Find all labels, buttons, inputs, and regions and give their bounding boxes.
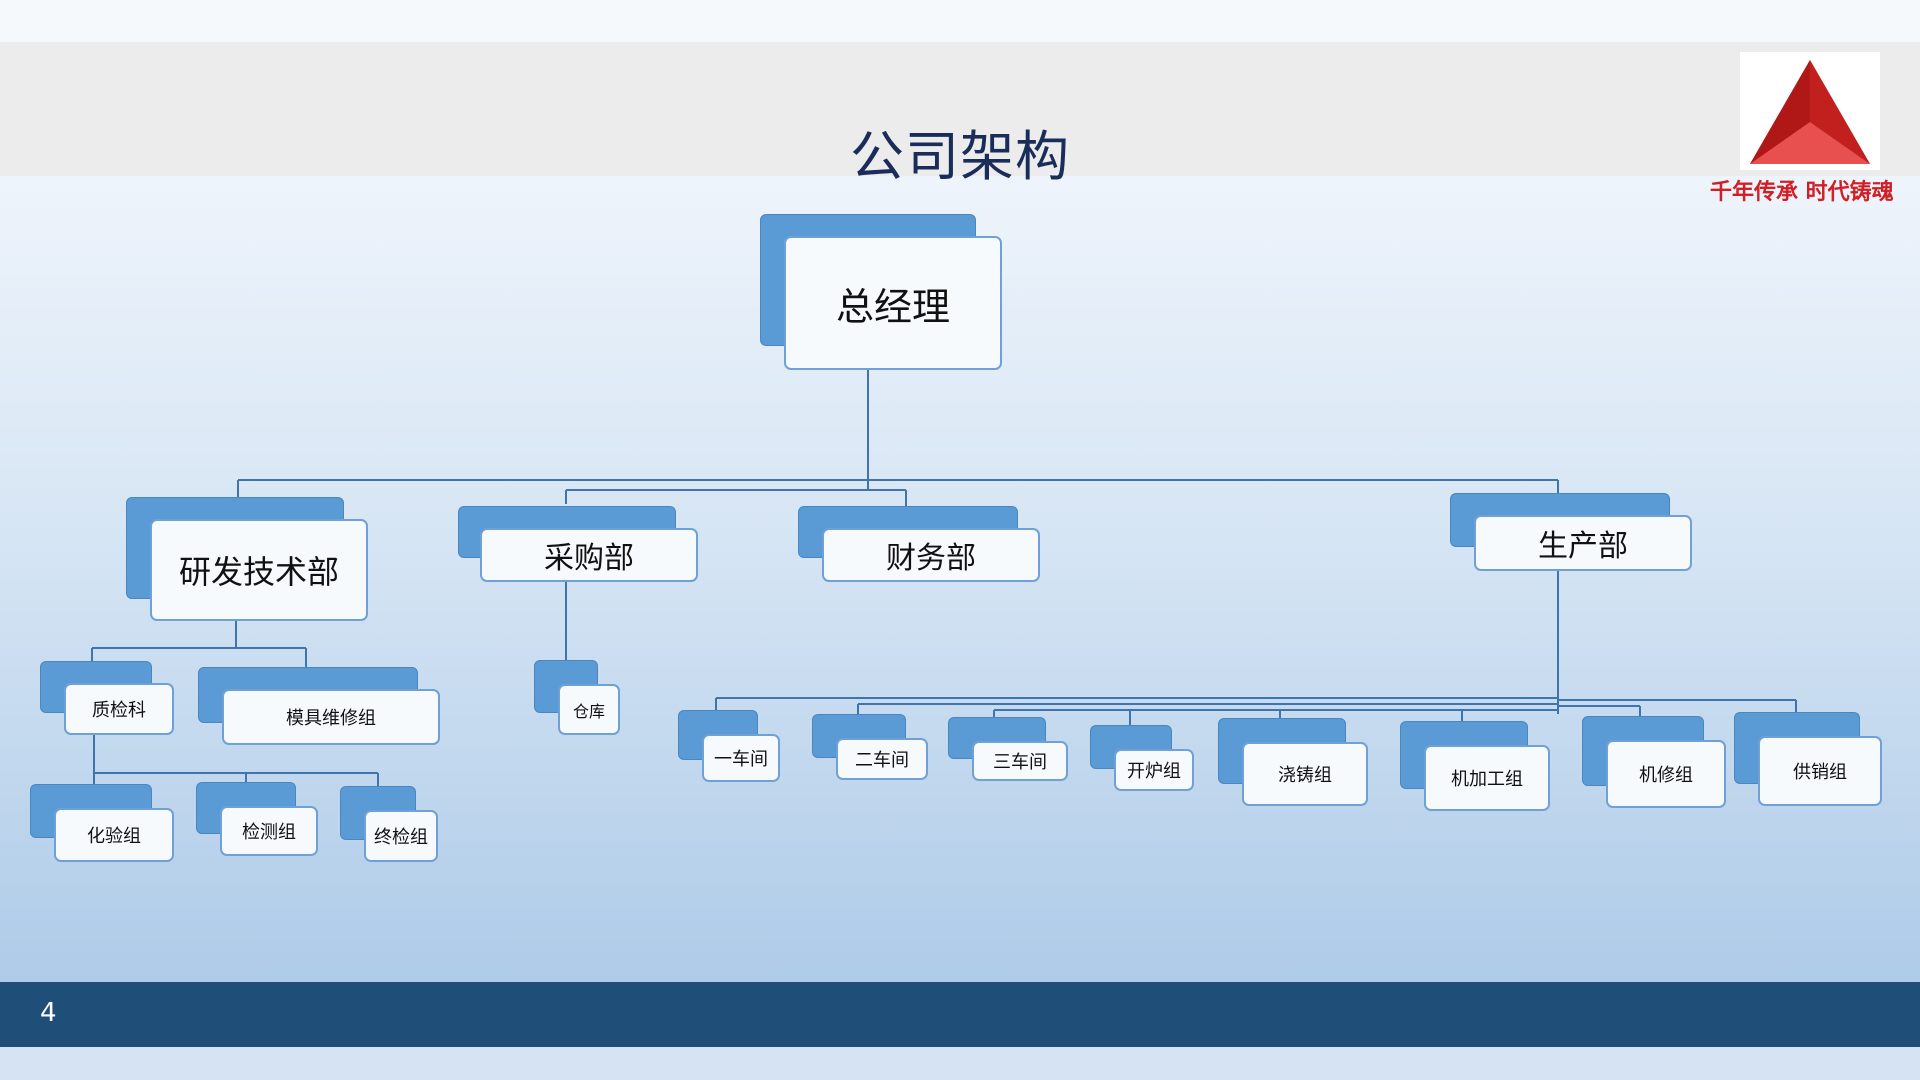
- node-purchase-dept-label: 采购部: [480, 528, 698, 582]
- node-furnace-group-label: 开炉组: [1114, 749, 1194, 791]
- slide-title: 公司架构: [850, 125, 1070, 188]
- node-rnd-dept-label: 研发技术部: [150, 519, 368, 621]
- node-final-check-group-label: 终检组: [364, 810, 438, 862]
- node-lab-group-label: 化验组: [54, 808, 174, 862]
- node-purchase-dept: 采购部: [458, 506, 698, 582]
- node-finance-dept-label: 财务部: [822, 528, 1040, 582]
- red-triangle-logo: [1740, 52, 1880, 170]
- node-production-dept: 生产部: [1450, 493, 1692, 571]
- node-workshop-2-label: 二车间: [836, 738, 928, 780]
- node-sales-group: 供销组: [1734, 712, 1882, 806]
- node-casting-group: 浇铸组: [1218, 718, 1368, 806]
- bottom-strip: [0, 1047, 1920, 1080]
- node-workshop-1-label: 一车间: [702, 734, 780, 782]
- node-production-dept-label: 生产部: [1474, 515, 1692, 571]
- slogan-text: 千年传承 时代铸魂: [1710, 179, 1894, 205]
- node-warehouse: 仓库: [534, 660, 620, 735]
- page-number: 4: [40, 998, 57, 1028]
- title-band: [0, 42, 1920, 176]
- node-lab-group: 化验组: [30, 784, 174, 862]
- node-workshop-1: 一车间: [678, 710, 780, 782]
- node-quality-dept-label: 质检科: [64, 683, 174, 735]
- node-casting-group-label: 浇铸组: [1242, 742, 1368, 806]
- node-final-check-group: 终检组: [340, 786, 438, 862]
- node-maintenance-group-label: 机修组: [1606, 740, 1726, 808]
- node-warehouse-label: 仓库: [558, 684, 620, 735]
- node-furnace-group: 开炉组: [1090, 725, 1194, 791]
- node-inspection-group-label: 检测组: [220, 806, 318, 856]
- node-machining-group-label: 机加工组: [1424, 745, 1550, 811]
- node-ceo: 总经理: [760, 214, 1002, 370]
- node-finance-dept: 财务部: [798, 506, 1040, 582]
- node-machining-group: 机加工组: [1400, 721, 1550, 811]
- node-inspection-group: 检测组: [196, 782, 318, 856]
- node-mold-repair-label: 模具维修组: [222, 689, 440, 745]
- node-ceo-label: 总经理: [784, 236, 1002, 370]
- node-rnd-dept: 研发技术部: [126, 497, 368, 621]
- node-maintenance-group: 机修组: [1582, 716, 1726, 808]
- node-workshop-3: 三车间: [948, 717, 1068, 781]
- node-workshop-2: 二车间: [812, 714, 928, 780]
- node-workshop-3-label: 三车间: [972, 741, 1068, 781]
- footer-bar: [0, 982, 1920, 1047]
- node-mold-repair: 模具维修组: [198, 667, 440, 745]
- node-quality-dept: 质检科: [40, 661, 174, 735]
- top-strip: [0, 0, 1920, 42]
- node-sales-group-label: 供销组: [1758, 736, 1882, 806]
